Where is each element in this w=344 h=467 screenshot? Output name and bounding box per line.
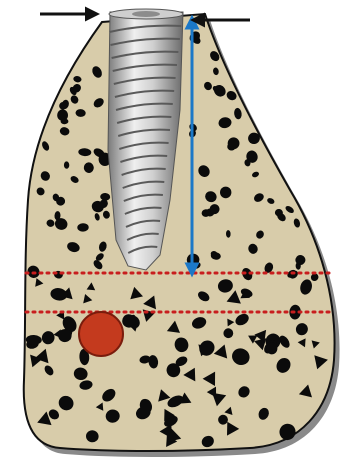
marrow-space (220, 187, 231, 199)
round-red-lesion (79, 312, 123, 356)
implant-hex-socket (132, 11, 160, 17)
